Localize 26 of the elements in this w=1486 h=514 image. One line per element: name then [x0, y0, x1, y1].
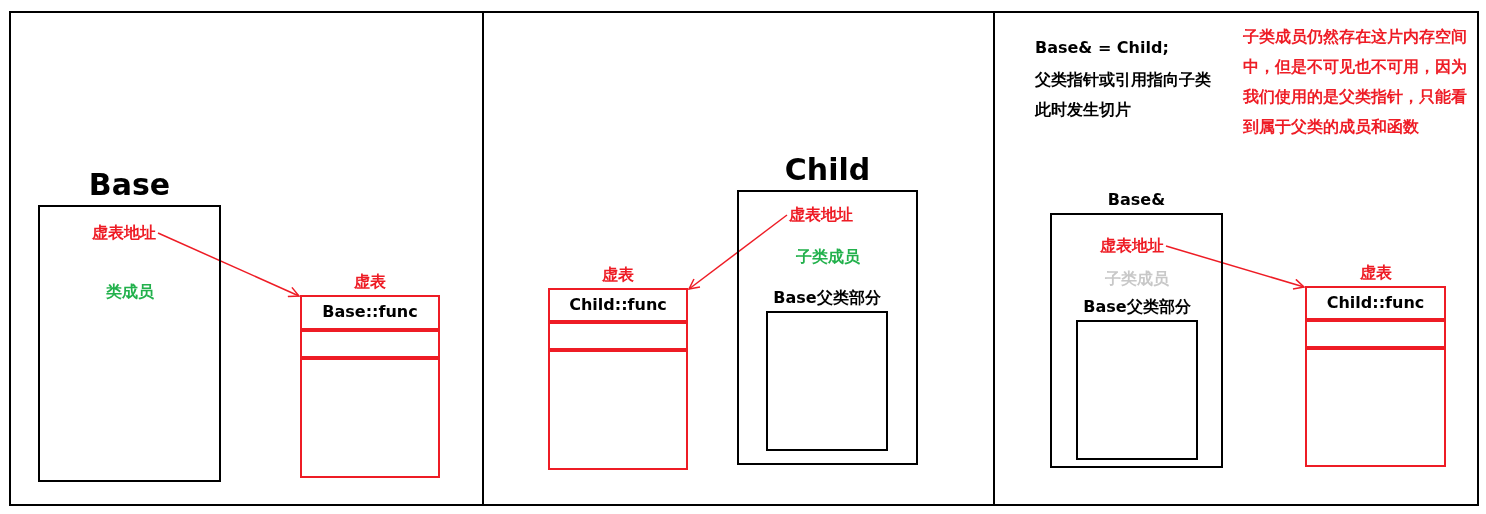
note-text: 子类成员仍然存在这片内存空间中，但是不可见也不可用，因为我们使用的是父类指针，只能看到属于父类的成员和函数 [1243, 26, 1467, 138]
pointer-label: 虚表地址 [789, 205, 853, 225]
vtable-row [300, 330, 440, 358]
vtable-row [548, 322, 688, 350]
object-title: Base [88, 167, 171, 203]
note-text: 此时发生切片 [1035, 100, 1131, 120]
vtable-title: 虚表 [1359, 262, 1392, 284]
vtable-title: 虚表 [354, 271, 386, 293]
vtable-title: 虚表 [602, 264, 634, 286]
function-name: Base::func [322, 302, 418, 322]
vtable-row [1305, 320, 1446, 348]
arrow [688, 214, 788, 290]
pointer-label: 虚表地址 [1100, 236, 1164, 256]
member-text: 类成员 [105, 282, 154, 302]
function-name: Child::func [1326, 293, 1425, 313]
pointer-label: 虚表地址 [92, 223, 156, 243]
code-text: Base& = Child; [1035, 38, 1169, 58]
note-text: 父类指针或引用指向子类 [1035, 70, 1211, 90]
arrow [157, 232, 300, 298]
member-text: 子类成员 [795, 247, 860, 267]
part-title: Base父类部分 [1083, 296, 1191, 318]
object-title: Child [784, 152, 871, 188]
arrow [1165, 245, 1305, 290]
part-title: Base父类部分 [773, 287, 881, 309]
object-title: Base& [1107, 189, 1166, 211]
function-name: Child::func [569, 295, 667, 315]
